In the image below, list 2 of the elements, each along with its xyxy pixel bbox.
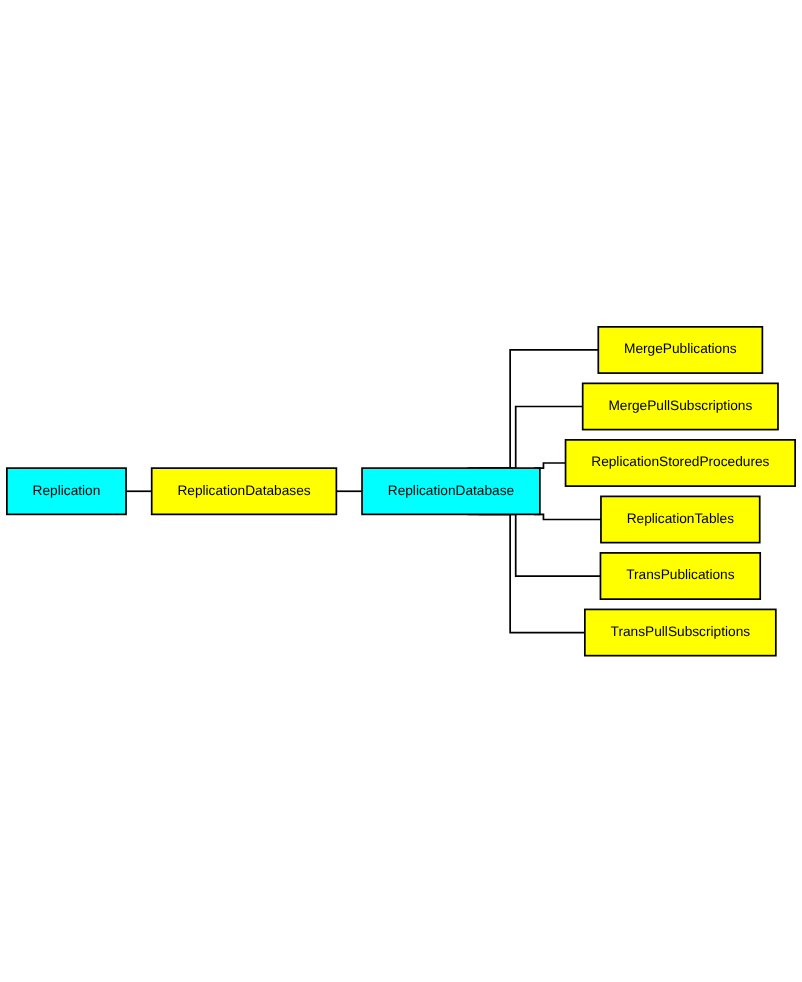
connector [125, 490, 153, 492]
connector [335, 490, 363, 492]
